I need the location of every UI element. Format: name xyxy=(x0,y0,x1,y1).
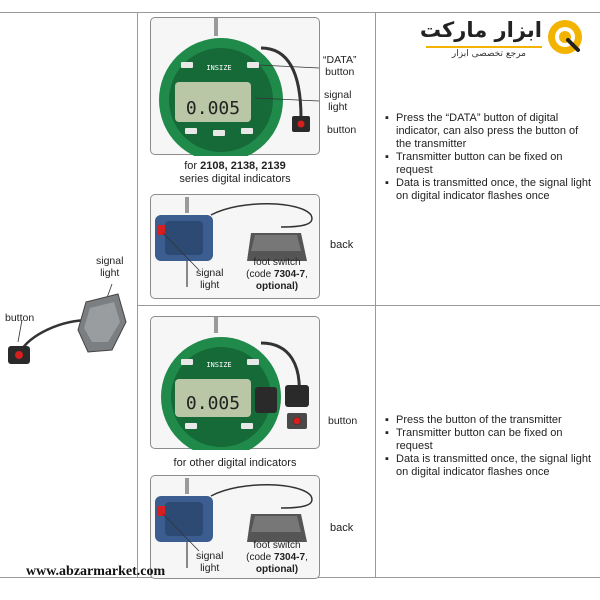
bottom-button-label: button xyxy=(328,415,358,427)
bottom-code-prefix: (code xyxy=(246,552,274,563)
top-signal-light-label: signal light xyxy=(324,89,352,113)
brand-tagline: مرجع تخصصی ابزار xyxy=(451,49,526,59)
bottom-foot-switch-caption: foot switch (code 7304-7, optional) xyxy=(240,540,314,576)
bottom-bullet-list: Press the button of the transmitter Tran… xyxy=(385,414,595,479)
bottom-back-label: back xyxy=(330,522,354,534)
top-caption: for 2108, 2138, 2139 series digital indi… xyxy=(150,160,320,186)
top-back-box xyxy=(150,194,320,299)
top-indicator-illustration: 0.005 INSIZE xyxy=(159,18,320,162)
bottom-bullet-3: Data is transmitted once, the signal lig… xyxy=(385,453,595,479)
top-caption-suffix: series digital indicators xyxy=(179,173,291,185)
top-back-illustration xyxy=(155,197,313,287)
data-button-icon xyxy=(247,62,259,68)
top-bullet-2: Transmitter button can be fixed on reque… xyxy=(385,151,595,177)
bottom-bullet-2: Transmitter button can be fixed on reque… xyxy=(385,427,595,453)
bottom-caption: for other digital indicators xyxy=(173,457,297,469)
bottom-bullet-1: Press the button of the transmitter xyxy=(385,414,595,427)
top-caption-models: 2108, 2138, 2139 xyxy=(200,160,286,172)
top-button-label: button xyxy=(327,124,357,136)
top-code-suffix: , xyxy=(305,269,308,280)
bottom-optional-label: optional) xyxy=(255,564,299,575)
bottom-foot-switch-label: foot switch xyxy=(253,540,301,551)
brand-logo: ابزار مارکت مرجع تخصصی ابزار xyxy=(416,18,586,68)
top-back-label: back xyxy=(330,239,354,251)
indicator-brand: INSIZE xyxy=(206,64,231,72)
bottom-transmitter-button-icon xyxy=(285,385,309,407)
top-foot-switch-caption: foot switch (code 7304-7, optional) xyxy=(240,257,314,293)
top-code-prefix: (code xyxy=(246,269,274,280)
column-divider-1 xyxy=(137,12,138,578)
website-link[interactable]: www.abzarmarket.com xyxy=(26,564,166,579)
bottom-lcd-display xyxy=(175,379,251,417)
bottom-back-illustration xyxy=(155,478,313,568)
lcd-value: 0.005 xyxy=(186,98,240,119)
top-optional-label: optional) xyxy=(255,281,299,292)
row-divider xyxy=(137,305,600,306)
bottom-indicator-illustration: 0.005 INSIZE xyxy=(161,317,309,457)
top-code-value: 7304-7 xyxy=(273,269,306,280)
brand-name: ابزار مارکت xyxy=(419,18,542,42)
top-bullet-3: Data is transmitted once, the signal lig… xyxy=(385,177,595,203)
bottom-code-suffix: , xyxy=(305,552,308,563)
top-bullet-1: Press the “DATA” button of digital indic… xyxy=(385,112,595,151)
column-divider-2 xyxy=(375,12,376,578)
left-signal-light-label: signal light xyxy=(96,255,124,279)
logo-underline xyxy=(426,46,542,48)
back-signal-light-icon xyxy=(157,225,165,235)
top-bullet-list: Press the “DATA” button of digital indic… xyxy=(385,112,595,203)
bottom-lcd-value: 0.005 xyxy=(186,393,240,414)
bottom-back-box xyxy=(150,475,320,579)
bottom-back-signal-light-icon xyxy=(157,506,165,516)
top-back-signal-light-label: signal light xyxy=(196,267,224,291)
bottom-code-value: 7304-7 xyxy=(273,552,306,563)
top-data-button-label: “DATA” button xyxy=(323,54,357,78)
top-indicator-box: 0.005 INSIZE xyxy=(150,17,320,162)
top-foot-switch-label: foot switch xyxy=(253,257,301,268)
top-caption-prefix: for xyxy=(184,160,201,172)
bottom-back-signal-light-label: signal light xyxy=(196,550,224,574)
transmitter-illustration xyxy=(8,283,127,364)
left-button-label: button xyxy=(5,312,35,324)
bottom-indicator-box: 0.005 INSIZE xyxy=(150,316,320,457)
bottom-indicator-brand: INSIZE xyxy=(206,361,231,369)
lcd-display xyxy=(175,82,251,122)
logo-mark-icon xyxy=(548,20,582,54)
